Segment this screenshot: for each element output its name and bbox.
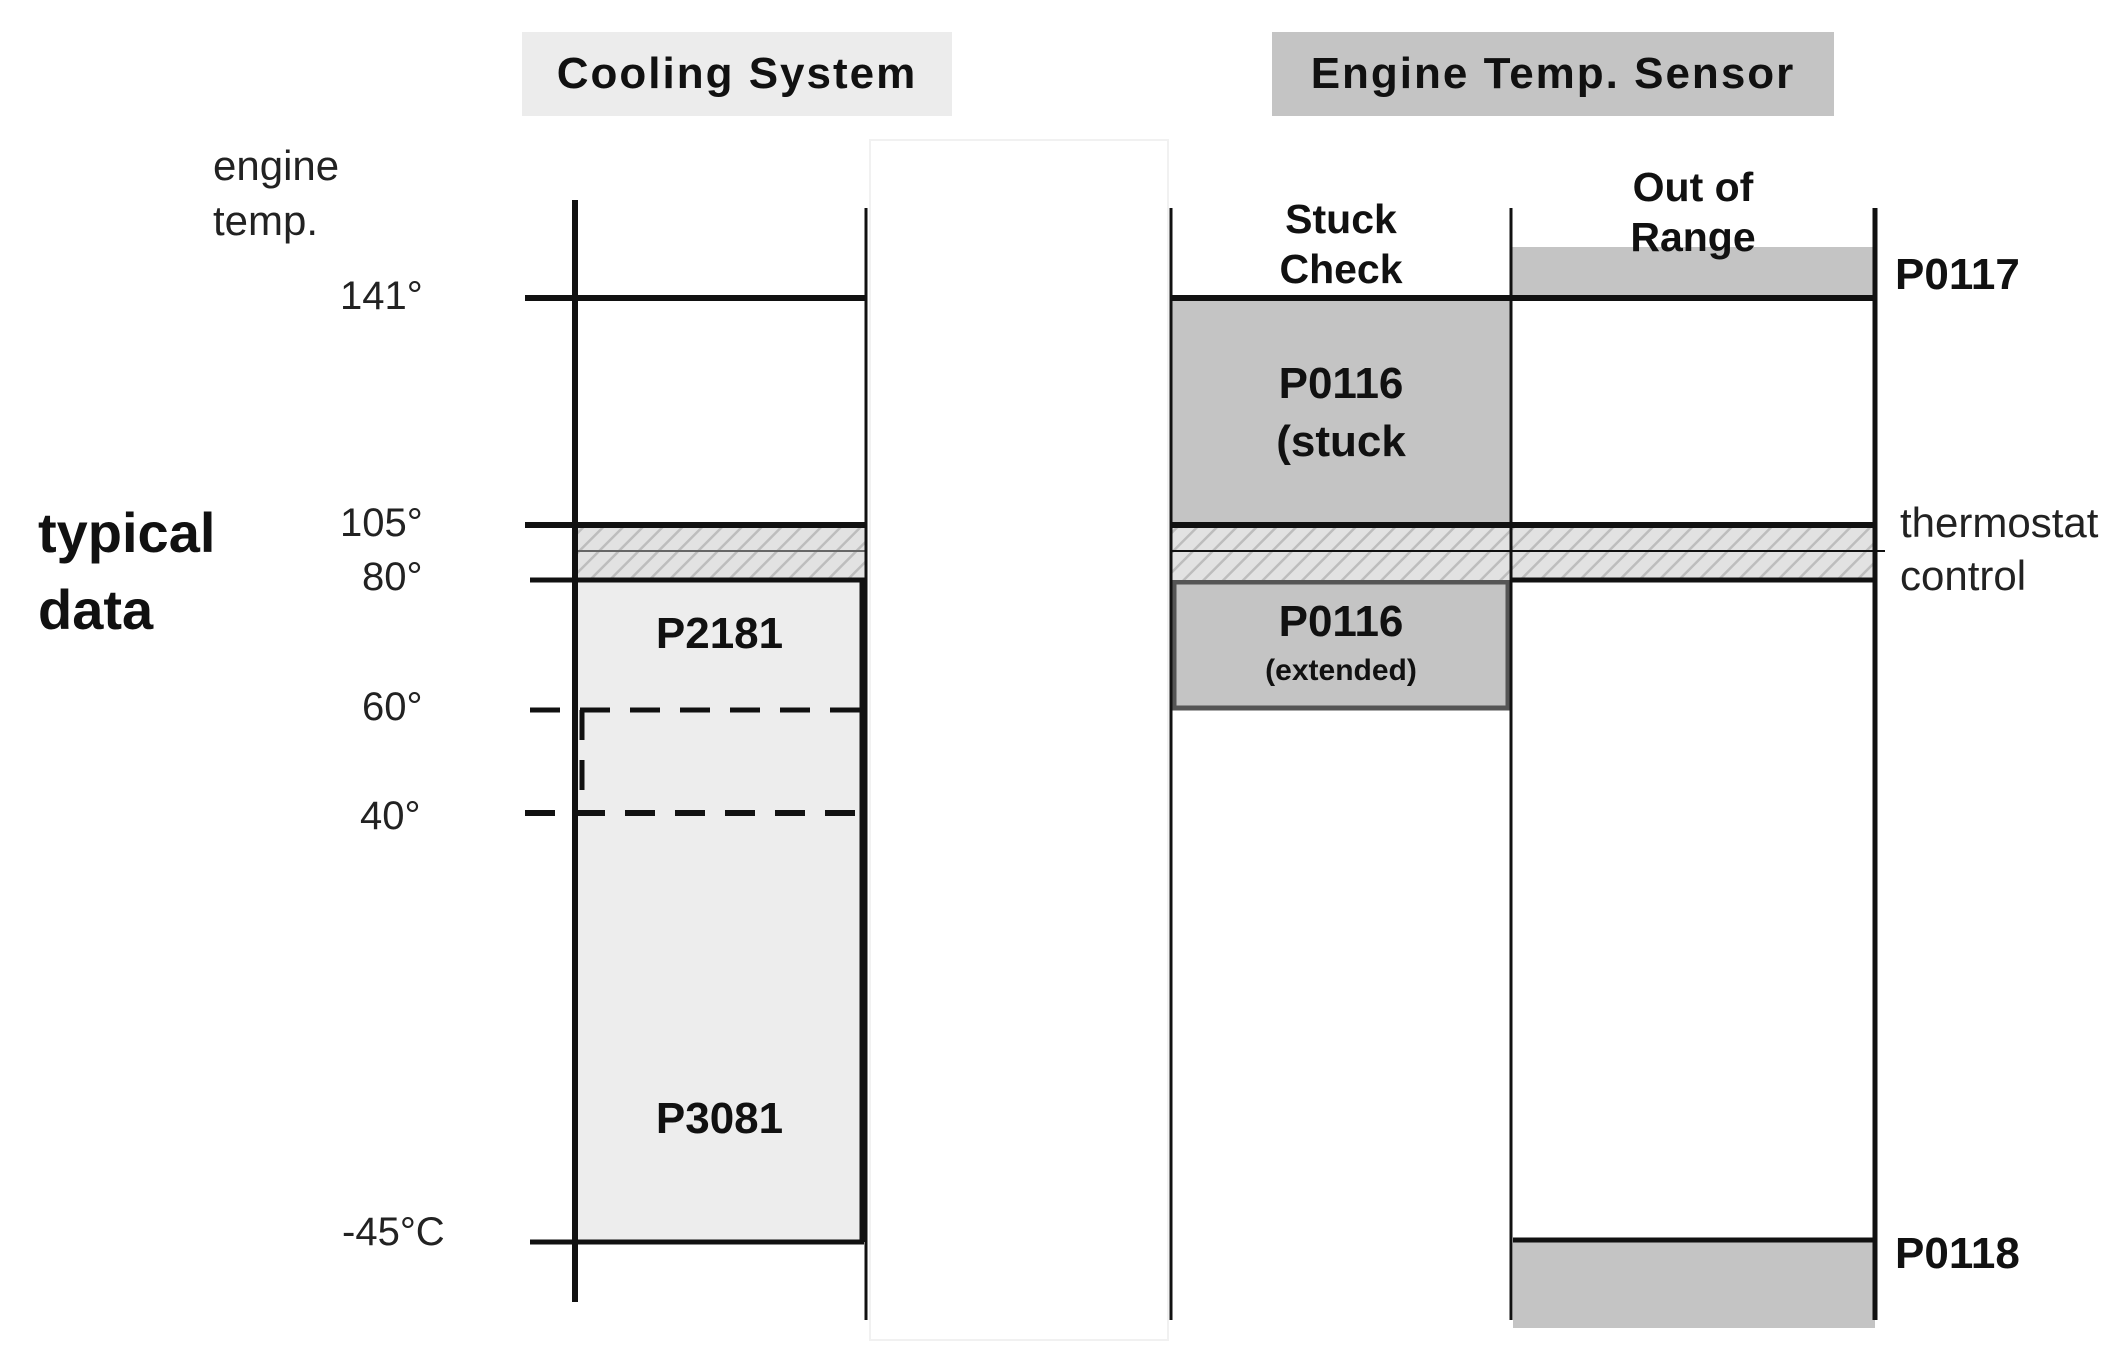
tick-label-40: 40° — [360, 794, 421, 838]
stuck-check-heading-line1: Stuck — [1285, 196, 1397, 242]
tick-label-141: 141° — [340, 274, 423, 318]
engine-temp-sensor-header: Engine Temp. Sensor — [1310, 49, 1796, 98]
cooling-system-header-box — [522, 32, 952, 116]
tick-label-80: 80° — [362, 555, 423, 599]
p0116-stuck-label-line2: (stuck — [1276, 417, 1406, 466]
out-of-range-heading-line1: Out of — [1632, 164, 1754, 210]
tick-label-60: 60° — [362, 685, 423, 729]
axis-title-line1: engine — [213, 142, 340, 189]
thermostat-band-cooling — [577, 525, 865, 580]
thermostat-band-sensor — [1171, 525, 1875, 580]
p0117-label: P0117 — [1895, 250, 2020, 299]
typical-data-line1: typical — [38, 501, 216, 564]
tick-label-minus45: -45°C — [342, 1210, 445, 1254]
thermostat-label-line2: control — [1900, 552, 2027, 599]
stuck-check-heading-line2: Check — [1279, 246, 1403, 292]
typical-data-line2: data — [38, 578, 154, 641]
p0118-label: P0118 — [1895, 1229, 2020, 1278]
tick-label-105: 105° — [340, 501, 423, 545]
p0117-region — [1511, 247, 1875, 298]
p3081-label: P3081 — [655, 1094, 784, 1143]
p0116-stuck-label-line1: P0116 — [1278, 359, 1404, 408]
p0116-extended-label-line1: P0116 — [1278, 597, 1404, 646]
p0116-extended-region — [1171, 579, 1511, 711]
empty-column — [869, 139, 1169, 1341]
p0116-stuck-region — [1171, 298, 1511, 525]
engine-temp-sensor-header-box — [1272, 32, 1834, 116]
p0118-region — [1513, 1238, 1875, 1328]
out-of-range-heading-line2: Range — [1630, 214, 1756, 260]
p2181-label: P2181 — [655, 609, 784, 658]
p0116-extended-label-line2: (extended) — [1265, 654, 1417, 687]
cooling-system-header: Cooling System — [556, 49, 918, 98]
cooling-region — [577, 580, 862, 1242]
thermostat-label-line1: thermostat — [1900, 499, 2099, 546]
axis-title-line2: temp. — [213, 197, 319, 244]
